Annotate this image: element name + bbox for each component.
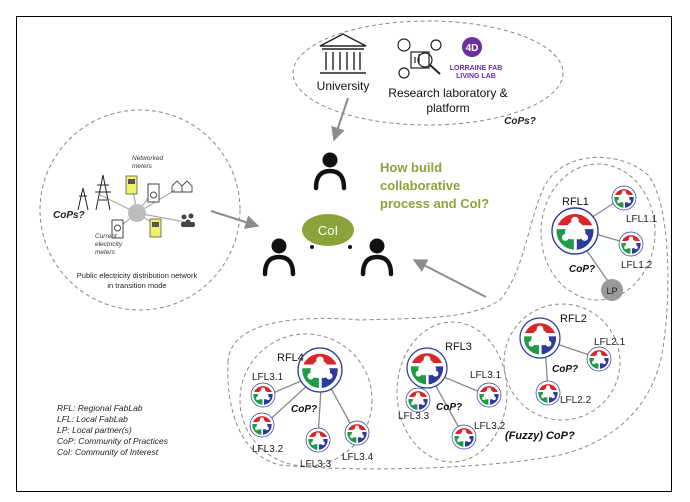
rfl3-label: RFL3 [445,341,472,353]
rfl4-lfl3-2-label: LFL3.2 [252,444,284,455]
lfl3-1-fablab-icon-a [477,383,501,407]
rfl4-lfl3-1-fablab-icon [251,383,275,407]
networked-meters-label: Networked [132,155,163,162]
university-label: University [317,79,370,93]
rfl4-fablab-icon [298,348,342,392]
lfl3-3-fablab-icon-a [406,388,430,412]
electricity-caption-2: in transition mode [107,281,166,290]
rfl2-boundary [503,303,621,421]
research-label-line2: platform [426,101,469,115]
lfl2-1-fablab-icon [587,347,611,371]
coi-group: CoI [265,153,391,275]
coi-bubble [302,214,354,246]
electricity-caption: Public electricity distribution network [77,271,198,280]
rfl4-lfl3-3-fablab-icon [306,428,330,452]
current-meters-label-3: meters [95,249,116,256]
svg-text:LIVING LAB: LIVING LAB [456,73,496,80]
lorraine-fab-living-lab-logo: 4D LORRAINE FAB LIVING LAB [450,37,503,80]
institutions-group: University 4D LORRAINE FAB LIVING LAB Re… [292,20,564,127]
rfl4-cop-label: CoP? [291,404,317,415]
person-icon-left [265,239,293,275]
lfl1-2-fablab-icon [619,232,643,256]
fuzzy-cop-label: (Fuzzy) CoP? [505,430,575,442]
rfl4-lfl3-3-label: LFL3.3 [300,459,332,470]
rfl4-lfl3-4-label: LFL3.4 [342,452,374,463]
lfl1-1-fablab-icon [612,186,636,210]
pylon-icon [77,174,111,211]
lfl2-2-label: LFL2.2 [560,395,592,406]
network-hub-node [128,204,146,222]
rfl2-group: RFL2 LFL2.1 LFL2.2 CoP? [503,303,626,421]
institutions-to-coi-arrow [331,97,349,142]
institutions-cops-label: CoPs? [504,116,536,127]
legend: RFL: Regional FabLab LFL: Local FabLab L… [57,403,169,457]
rfl3-boundary [396,321,508,463]
electricity-boundary [39,109,241,311]
legend-lfl: LFL: Local FabLab [57,414,128,424]
current-meters-label: Current [95,233,118,240]
rfl1-group: LP RFL1 LFL1.1 LFL1.2 CoP? [540,163,658,301]
legend-coi: CoI: Community of Interest [57,447,159,457]
rfl1-boundary [540,163,656,301]
networked-meter-icon-3 [149,218,162,238]
rfl4-label: RFL4 [277,352,304,364]
lp-label: LP [606,286,617,296]
networked-meters-label-2: meters [132,163,153,170]
current-meter-icon [111,219,124,239]
svg-text:4D: 4D [466,43,479,54]
people-group-icon [181,213,195,227]
rfl3-lfl3-3-label: LFL3.3 [398,411,430,422]
lp-node [601,279,623,301]
research-label: Research laboratory & [388,86,507,100]
university-icon [319,33,367,74]
networked-meter-icon-1 [125,175,138,195]
rfl4-lfl3-2-fablab-icon [250,413,274,437]
rfl4-boundary [239,333,373,467]
rfl3-cop-label: CoP? [436,402,462,413]
rfl3-lfl3-2-label: LFL3.2 [474,421,506,432]
lfl3-2-fablab-icon-a [452,425,476,449]
legend-rfl: RFL: Regional FabLab [57,403,143,413]
rfl3-lfl3-1-label: LFL3.1 [470,370,502,381]
legend-cop: CoP: Community of Practices [57,436,169,446]
svg-text:LORRAINE FAB: LORRAINE FAB [450,65,503,72]
question-line-3: process and CoI? [380,196,489,211]
electricity-network-group: Networked meters Current electricity met… [39,109,241,311]
houses-icon [171,180,193,193]
rfl4-lfl3-1-label: LFL3.1 [252,372,284,383]
rfl1-fablab-icon [552,208,598,254]
lfl2-2-fablab-icon [536,381,560,405]
rfl2-cop-label: CoP? [552,364,578,375]
diagram-frame [16,16,672,492]
research-icon [397,38,442,79]
rfl2-fablab-icon [520,318,560,358]
lfl2-1-label: LFL2.1 [594,337,626,348]
fablabs-to-coi-arrow [412,259,487,298]
person-icon-right [363,239,391,275]
rfl1-cop-label: CoP? [569,264,595,275]
networked-meter-icon-2 [147,183,160,203]
electricity-cops-label: CoPs? [53,210,85,221]
rfl3-fablab-icon [407,348,447,388]
question-line-1: How build [380,160,442,175]
rfl4-lfl3-4-fablab-icon [345,421,369,445]
person-icon-top [316,153,344,189]
electricity-to-coi-arrow [210,210,260,229]
question-line-2: collaborative [380,178,460,193]
fuzzy-cop-boundary [227,156,669,470]
coi-label: CoI [318,223,338,238]
lfl1-1-label: LFL1.1 [626,214,658,225]
rfl3-group: RFL3 LFL3.1 LFL3.2 LFL3.3 CoP? [396,321,508,463]
lfl1-2-label: LFL1.2 [621,260,653,271]
rfl2-label: RFL2 [560,313,587,325]
legend-lp: LP: Local partner(s) [57,425,132,435]
institutions-boundary [292,20,564,126]
rfl4-group: RFL4 LFL3.1 LFL3.2 LFL3.3 LFL3.4 CoP? [239,333,374,470]
rfl1-label: RFL1 [562,196,589,208]
current-meters-label-2: electricity [95,241,123,248]
